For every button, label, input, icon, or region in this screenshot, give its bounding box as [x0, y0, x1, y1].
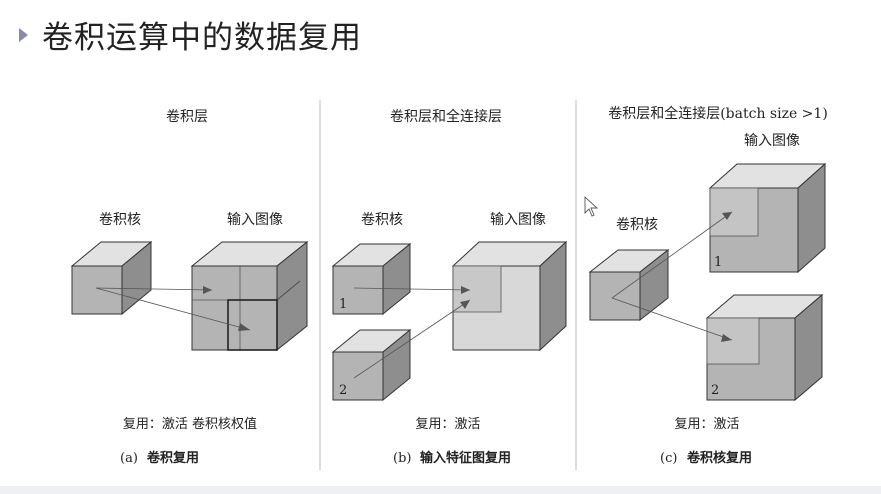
panel-c-caption: 卷积核复用 — [687, 450, 752, 466]
panel-c-heading: 卷积层和全连接层(batch size >1) — [608, 105, 828, 122]
panel-a-arrow-1 — [95, 287, 213, 291]
panel-c-arrow-1 — [611, 211, 733, 299]
triangle-right-icon — [19, 28, 28, 42]
panel-a-arrow-2 — [95, 287, 251, 331]
panel-a: 卷积层 卷积核 输入图像 复用：激活 卷积核权值 (a) 卷积复用 — [70, 109, 309, 466]
panel-c-kernel-cube — [588, 248, 670, 322]
panel-b-kernel-2-cube: 2 — [331, 328, 412, 402]
panel-b-kernel-label: 卷积核 — [361, 212, 403, 228]
panel-b-caption-prefix: (b) — [393, 451, 411, 466]
panel-c-image-2-label: 2 — [711, 383, 719, 398]
panel-c-image-2-volume: 2 — [705, 293, 824, 402]
panel-a-caption: 卷积复用 — [147, 450, 199, 466]
panel-b: 卷积层和全连接层 卷积核 输入图像 1 2 复用：激活 (b) — [331, 108, 568, 466]
panel-a-input-label: 输入图像 — [227, 212, 283, 228]
panel-a-input-volume — [190, 240, 309, 352]
panel-c-kernel-label: 卷积核 — [616, 217, 658, 233]
panel-b-kernel-1-cube: 1 — [331, 242, 412, 316]
panel-a-kernel-label: 卷积核 — [99, 212, 141, 228]
panel-c-caption-prefix: (c) — [660, 451, 677, 466]
panel-a-kernel-cube — [70, 240, 153, 316]
panel-c-image-1-volume: 1 — [708, 162, 827, 274]
panel-b-input-volume — [451, 240, 568, 352]
panel-c-reuse-text: 复用：激活 — [674, 417, 739, 432]
panel-a-caption-prefix: (a) — [120, 451, 138, 466]
slide-header: 卷积运算中的数据复用 — [0, 0, 881, 60]
panel-b-caption: 输入特征图复用 — [420, 450, 511, 466]
panel-b-kernel-1-label: 1 — [339, 297, 347, 312]
slide-title: 卷积运算中的数据复用 — [42, 20, 362, 56]
panel-b-arrow-1 — [353, 287, 471, 291]
panel-b-heading: 卷积层和全连接层 — [390, 108, 502, 125]
mouse-pointer-icon — [584, 195, 599, 217]
panel-b-kernel-2-label: 2 — [339, 383, 347, 398]
panel-b-arrow-2 — [353, 299, 471, 379]
panel-c: 卷积层和全连接层(batch size >1) 输入图像 卷积核 1 2 — [588, 105, 828, 466]
panel-b-reuse-text: 复用：激活 — [415, 417, 480, 432]
panel-a-reuse-text: 复用：激活 卷积核权值 — [123, 416, 257, 432]
panel-c-input-label: 输入图像 — [744, 133, 800, 149]
panel-c-arrow-2 — [611, 297, 733, 341]
panel-b-input-label: 输入图像 — [490, 212, 546, 228]
panel-c-image-1-label: 1 — [714, 255, 722, 270]
panel-a-heading: 卷积层 — [166, 109, 208, 125]
bottom-bar — [0, 486, 881, 494]
